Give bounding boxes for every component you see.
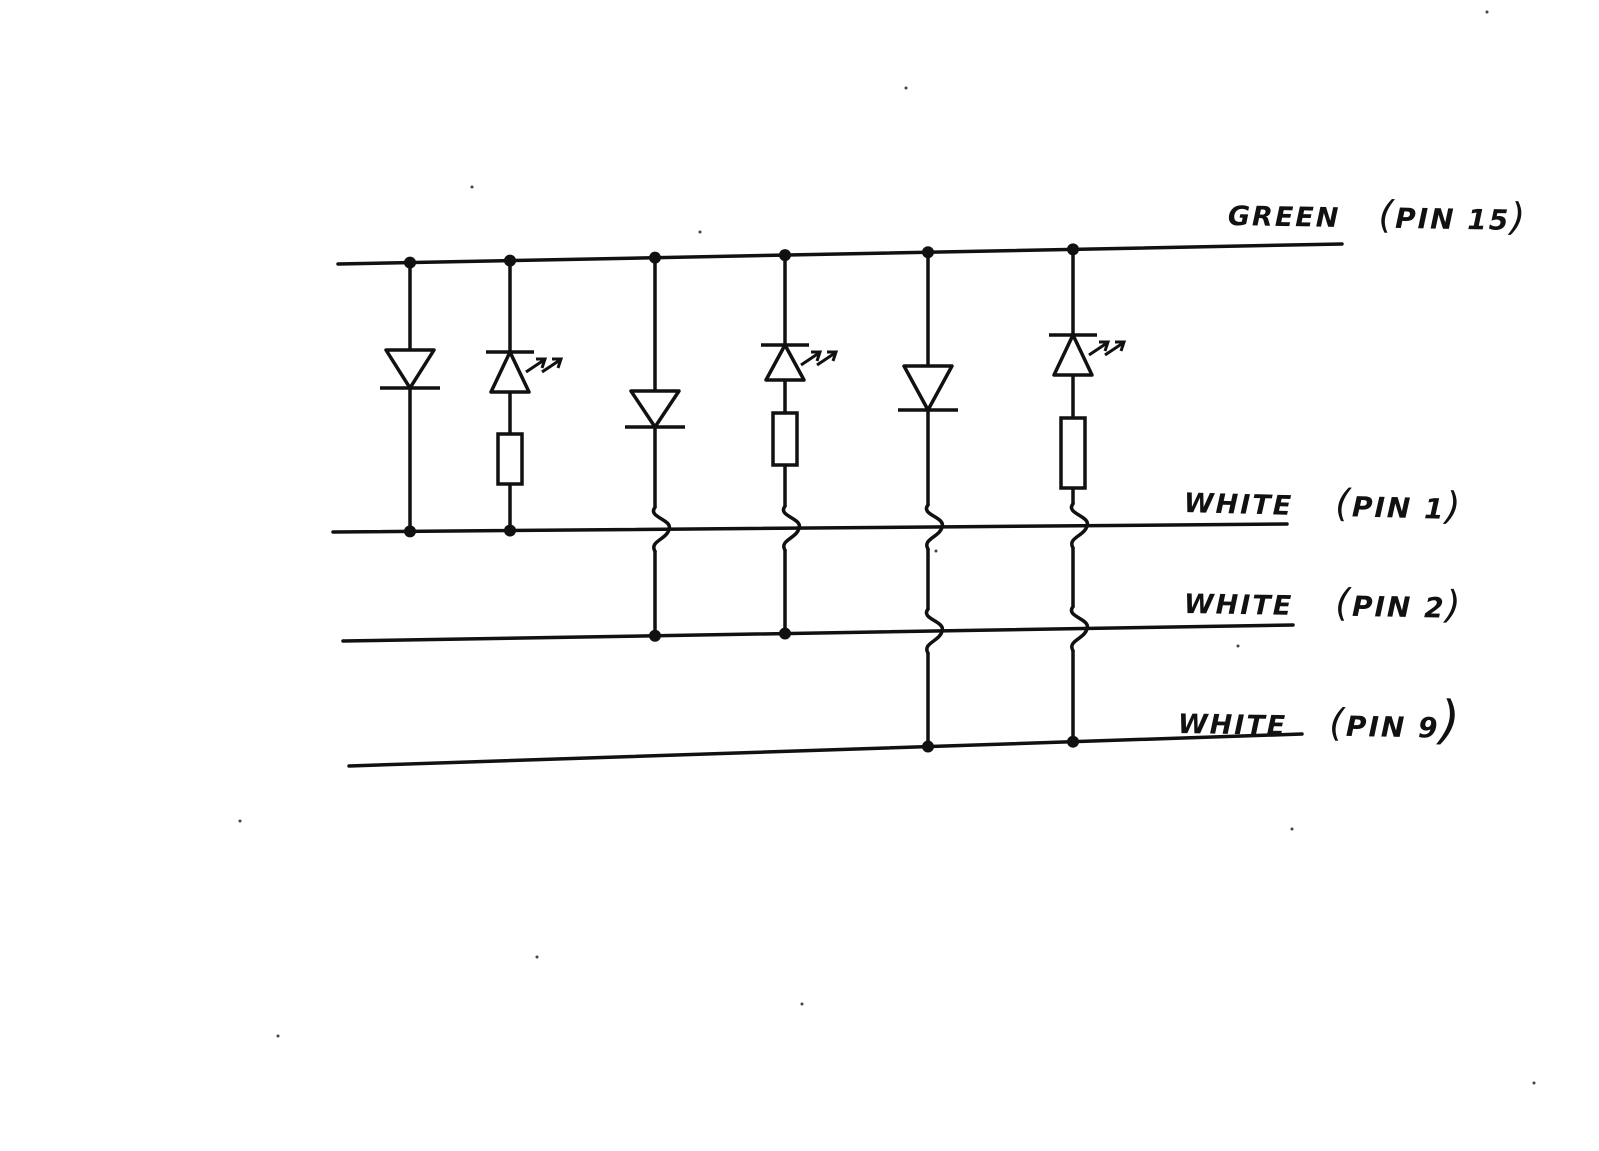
speckle — [470, 185, 474, 189]
resistor — [771, 411, 799, 467]
wire-name: WHITE — [1183, 488, 1294, 522]
wire-white-pin1 — [331, 522, 1289, 534]
speckle — [276, 1034, 280, 1038]
wire-crossover — [924, 607, 944, 655]
branch-1-diode — [380, 256, 440, 538]
light-arrow-head — [552, 357, 564, 369]
speckle — [934, 549, 938, 553]
wire-pin: PIN 9 — [1345, 709, 1440, 745]
diode-triangle — [629, 389, 681, 429]
wire-white-pin9 — [347, 732, 1304, 768]
branch-4-led-with-resistor — [761, 249, 839, 640]
branch-5-diode — [898, 246, 958, 753]
speckle — [800, 1002, 804, 1006]
bus-wires — [331, 242, 1344, 768]
wire-label-white-pin1: WHITE(PIN 1) — [1183, 480, 1464, 529]
branch-3-diode — [625, 251, 685, 642]
light-arrow-head — [536, 357, 548, 369]
wire-crossover — [651, 505, 671, 554]
light-arrow-head — [811, 350, 823, 362]
light-arrow-head — [827, 350, 839, 362]
wire-name: WHITE — [1177, 709, 1288, 742]
wire-green-pin15 — [336, 242, 1344, 266]
wire-label-green: GREEN(PIN 15) — [1227, 192, 1528, 240]
speckle — [238, 819, 242, 823]
wire-crossover — [924, 503, 944, 551]
light-arrow — [816, 351, 836, 367]
paper-speckles — [238, 10, 1536, 1085]
light-arrow — [525, 358, 545, 374]
light-arrow-head — [1099, 340, 1111, 352]
wire-pin: PIN 15 — [1394, 201, 1511, 237]
speckle — [698, 230, 702, 234]
speckle — [904, 86, 908, 90]
component-branches — [380, 243, 1127, 753]
led-triangle — [1052, 333, 1094, 377]
speckle — [1236, 644, 1240, 648]
resistor — [1059, 416, 1087, 490]
wire-pin: PIN 2 — [1351, 589, 1446, 625]
diode-triangle — [902, 364, 954, 412]
wire-crossover — [781, 504, 801, 552]
resistor — [496, 432, 524, 486]
branch-2-led-with-resistor — [486, 254, 564, 537]
light-arrow — [1104, 341, 1124, 357]
led-triangle — [764, 343, 806, 382]
led-triangle — [489, 350, 531, 394]
light-arrow — [541, 358, 561, 374]
light-arrow — [1088, 341, 1108, 357]
wire-crossover — [1069, 502, 1089, 550]
diode-triangle — [384, 348, 436, 390]
wire-crossover — [1069, 604, 1089, 653]
speckle — [1485, 10, 1489, 14]
speckle — [1290, 827, 1294, 831]
wire-white-pin2 — [341, 623, 1295, 643]
wire-name: WHITE — [1183, 589, 1294, 622]
speckle — [535, 955, 539, 959]
wire-label-white-pin9: WHITE(PIN 9) — [1177, 690, 1463, 751]
light-arrow-head — [1115, 340, 1127, 352]
wire-label-white-pin2: WHITE(PIN 2) — [1183, 580, 1463, 627]
branch-6-led-with-resistor — [1049, 243, 1127, 748]
wire-name: GREEN — [1227, 201, 1341, 234]
wire-pin: PIN 1 — [1351, 490, 1446, 526]
light-arrow — [800, 351, 820, 367]
speckle — [1532, 1081, 1536, 1085]
